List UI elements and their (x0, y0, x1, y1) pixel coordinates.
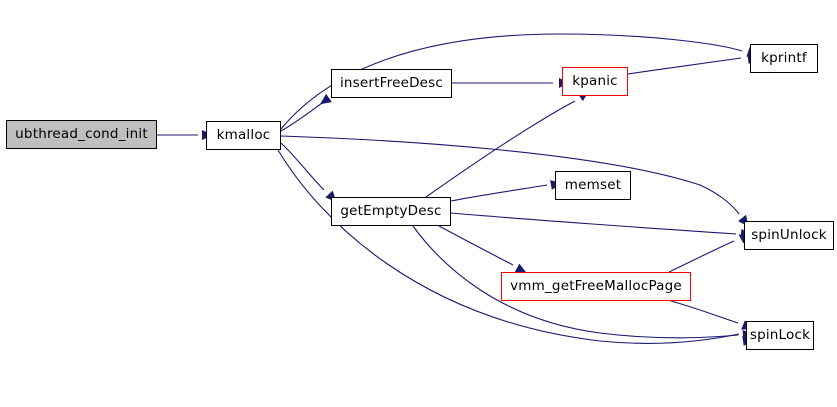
node-memset[interactable]: memset (555, 171, 631, 200)
edge-kmalloc-to-spinUnlock (280, 135, 740, 215)
node-label-getEmptyDesc: getEmptyDesc (340, 202, 442, 219)
node-kpanic[interactable]: kpanic (562, 67, 628, 96)
edge-vmm_getFreeMallocPage-to-spinLock (670, 300, 739, 324)
edge-kpanic-to-kprintf (627, 57, 742, 75)
node-label-spinLock: spinLock (749, 326, 811, 343)
edge-kmalloc-to-getEmptyDesc (280, 142, 325, 191)
node-label-kmalloc: kmalloc (216, 126, 271, 143)
edge-getEmptyDesc-to-spinUnlock (450, 212, 737, 235)
node-spinLock[interactable]: spinLock (746, 321, 814, 350)
node-label-kpanic: kpanic (572, 72, 618, 89)
arrow-to-vmm (514, 263, 527, 274)
node-label-ubthread_cond_init: ubthread_cond_init (15, 125, 148, 142)
node-kmalloc[interactable]: kmalloc (206, 121, 281, 150)
node-kprintf[interactable]: kprintf (750, 44, 818, 73)
node-ubthread_cond_init[interactable]: ubthread_cond_init (6, 120, 157, 149)
edge-getEmptyDesc-to-memset (450, 184, 548, 202)
node-label-vmm_getFreeMallocPage: vmm_getFreeMallocPage (510, 277, 682, 294)
edge-getEmptyDesc-to-spinLock (412, 225, 739, 339)
arrow-to-insertFreeDesc (319, 93, 332, 105)
node-label-insertFreeDesc: insertFreeDesc (339, 74, 444, 91)
edge-vmm_getFreeMallocPage-to-spinUnlock (668, 240, 735, 273)
edge-getEmptyDesc-to-kpanic (425, 100, 576, 198)
node-insertFreeDesc[interactable]: insertFreeDesc (331, 69, 452, 98)
edge-kmalloc-to-insertFreeDesc (280, 100, 326, 132)
edge-getEmptyDesc-to-vmm_getFreeMallocPage (438, 225, 514, 266)
edge-kmalloc-to-spinLock (277, 149, 740, 344)
node-label-kprintf: kprintf (761, 49, 807, 66)
node-label-memset: memset (564, 176, 622, 193)
node-getEmptyDesc[interactable]: getEmptyDesc (331, 197, 451, 226)
arrow-head-group (202, 47, 759, 346)
node-vmm_getFreeMallocPage[interactable]: vmm_getFreeMallocPage (501, 272, 691, 301)
node-label-spinUnlock: spinUnlock (751, 226, 827, 243)
node-spinUnlock[interactable]: spinUnlock (744, 221, 834, 250)
